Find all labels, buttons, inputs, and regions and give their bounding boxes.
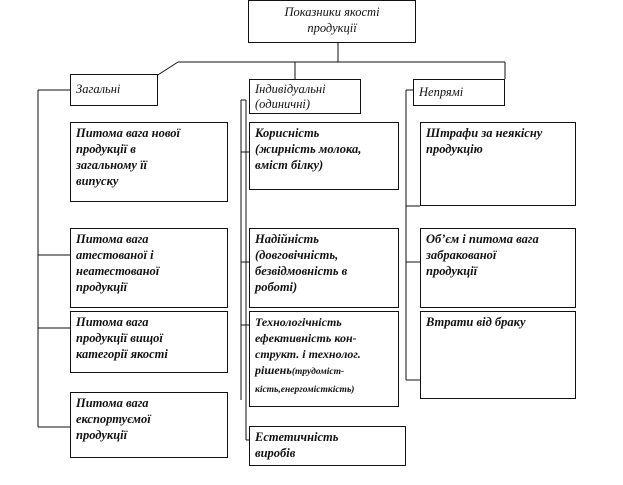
general-item-3: Питома вага продукції вищої категорії як… [70,311,228,373]
category-indirect: Непрямі [413,79,505,106]
indirect-item-3: Втрати від браку [420,311,576,399]
root-box: Показники якості продукції [248,0,416,43]
individual-item-4: Естетичність виробів [249,426,406,466]
individual-item-3: Технологічність ефективність кон- структ… [249,311,399,407]
general-item-4: Питома вага експортуємої продукції [70,392,228,458]
category-general: Загальні [70,74,158,106]
indirect-item-1: Штрафи за неякісну продукцію [420,122,576,206]
general-item-1: Питома вага нової продукції в загальному… [70,122,228,202]
individual-item-3-note: (трудоміст- кість,енергоміст­кість) [255,367,355,395]
individual-item-1: Корисність (жирність молока, вміст білку… [249,122,399,190]
indirect-item-2: Об’єм і питома вага забракованої продукц… [420,228,576,308]
individual-item-3-main: Технологічність ефективність кон- структ… [255,315,361,377]
individual-item-2: Надійність (довговічність, безвідмовніст… [249,228,399,308]
category-individual: Індивідуальні (одиничні) [249,79,361,114]
general-item-2: Питома вага атестованої і неатестованої … [70,228,228,308]
